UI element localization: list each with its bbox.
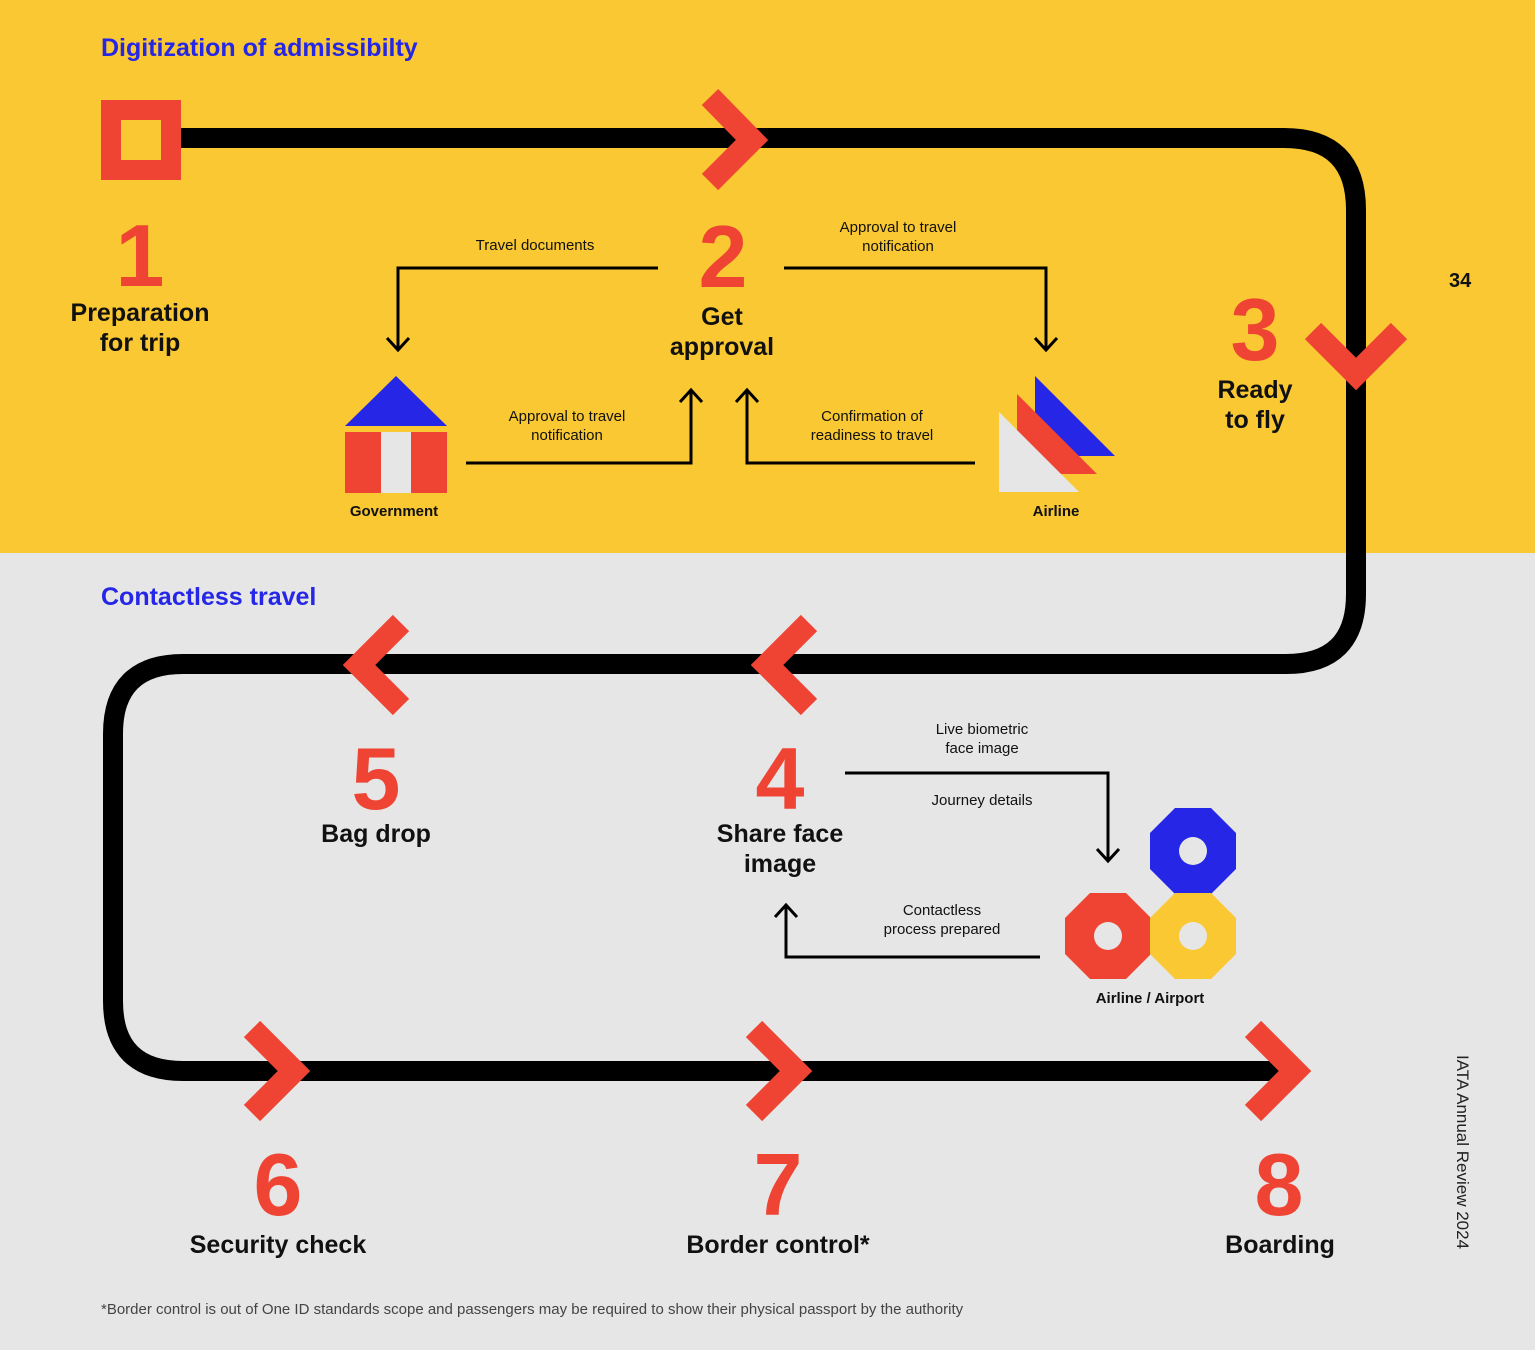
step-6-label: Security check <box>189 1231 367 1259</box>
chevron-left-icon <box>750 614 818 716</box>
step-8-label: Boarding <box>1225 1231 1335 1259</box>
actor-label-airline-airport: Airline / Airport <box>1095 990 1205 1007</box>
section-title-contactless: Contactless travel <box>101 583 317 611</box>
chevron-right-icon <box>701 88 769 191</box>
approval-airline-arrow <box>784 266 1048 350</box>
flow-label-travel-documents: Travel documents <box>475 237 595 254</box>
chevron-right-icon <box>745 1020 813 1122</box>
step-2-label: Get approval <box>669 303 775 361</box>
chevron-right-icon <box>1244 1020 1312 1122</box>
digitization-section-background <box>0 0 1535 553</box>
flow-label-approval-notification-right: Approval to travel notification <box>839 219 957 255</box>
page-number: 34 <box>1449 270 1472 292</box>
actor-label-government: Government <box>349 503 439 520</box>
step-5-label: Bag drop <box>321 820 431 848</box>
step-3-number: 3 <box>1230 280 1280 379</box>
publication-sidebar-label: IATA Annual Review 2024 <box>1453 1055 1472 1250</box>
contactless-section-background <box>0 553 1535 1350</box>
step-1-number: 1 <box>115 206 165 305</box>
flow-label-approval-notification-left: Approval to travel notification <box>508 408 626 444</box>
step-1-label: Preparation for trip <box>70 299 210 357</box>
chevron-right-icon <box>243 1020 311 1122</box>
step-2-number: 2 <box>698 207 748 306</box>
section-title-digitization: Digitization of admissibilty <box>101 34 418 62</box>
step-3-label: Ready to fly <box>1217 376 1293 434</box>
airline-airport-icon <box>1065 808 1236 979</box>
flow-label-live-biometric: Live biometric face image <box>935 721 1029 757</box>
step-5-number: 5 <box>351 729 401 828</box>
step-7-number: 7 <box>753 1135 803 1234</box>
step-4-label: Share face image <box>716 820 844 878</box>
flow-label-journey-details: Journey details <box>931 792 1033 809</box>
footnote: *Border control is out of One ID standar… <box>101 1301 964 1318</box>
step-8-number: 8 <box>1254 1135 1304 1234</box>
chevron-down-icon <box>1304 322 1408 391</box>
biometric-arrow <box>845 771 1110 860</box>
travel-documents-arrow <box>396 266 658 350</box>
start-square-icon <box>101 100 181 180</box>
flow-label-confirmation: Confirmation of readiness to travel <box>810 408 934 444</box>
step-7-label: Border control* <box>686 1231 870 1259</box>
step-6-number: 6 <box>253 1135 303 1234</box>
journey-path <box>103 128 1366 1081</box>
actor-label-airline: Airline <box>1032 503 1080 520</box>
chevron-left-icon <box>342 614 410 716</box>
step-4-number: 4 <box>755 729 805 828</box>
airline-confirmation-arrow <box>745 390 975 465</box>
contactless-arrow <box>784 905 1040 959</box>
gov-approval-arrow <box>466 390 693 465</box>
flow-label-contactless-prepared: Contactless process prepared <box>883 902 1001 938</box>
government-icon <box>345 376 447 493</box>
airline-icon <box>999 376 1115 492</box>
